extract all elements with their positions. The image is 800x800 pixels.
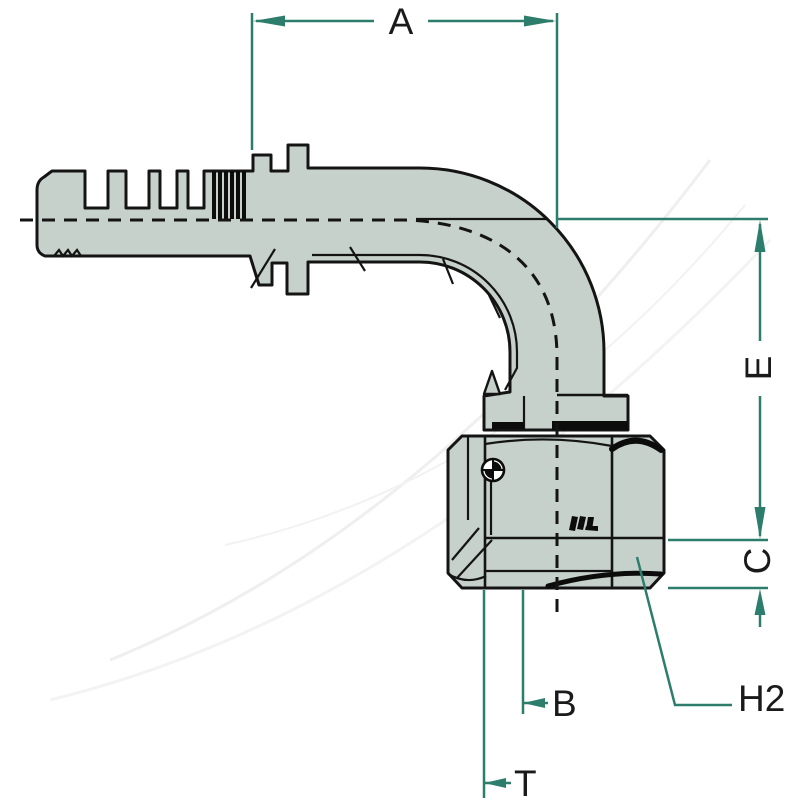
arrowhead-right-icon bbox=[524, 15, 556, 27]
dimension-t: T bbox=[482, 590, 537, 800]
hatch-slash bbox=[441, 258, 455, 285]
collar bbox=[482, 369, 628, 430]
serration-bars bbox=[212, 171, 246, 219]
serration-bar bbox=[218, 171, 222, 219]
ball-detail-quadrant bbox=[493, 461, 502, 470]
collar-heavy-band bbox=[552, 421, 628, 430]
watermark-arc bbox=[109, 159, 712, 662]
wall-hatch-slashes bbox=[250, 246, 501, 319]
brand-stamp-foot bbox=[585, 526, 598, 531]
dimension-c: C bbox=[668, 548, 778, 627]
dimension-b: B bbox=[521, 590, 577, 724]
dimension-a: A bbox=[250, 1, 559, 228]
nut-facet-diagonal bbox=[456, 539, 493, 579]
ball-detail-quadrant bbox=[484, 470, 493, 479]
arrowhead-up-icon bbox=[754, 589, 766, 615]
dimension-h2: H2 bbox=[635, 556, 785, 719]
ball-detail bbox=[480, 457, 506, 535]
hatch-slash bbox=[250, 248, 276, 289]
nut-bottom-chamfer-arc bbox=[545, 570, 664, 589]
serration-bar bbox=[236, 171, 240, 219]
dim-label-e: E bbox=[738, 356, 779, 381]
arrowhead-left-icon bbox=[484, 778, 506, 788]
dim-label-b: B bbox=[552, 683, 577, 724]
hose-tail-and-elbow bbox=[35, 143, 630, 432]
arrowhead-up-icon bbox=[754, 220, 766, 252]
nut-top-chamfer-arc bbox=[609, 437, 664, 453]
fitting-body bbox=[35, 143, 666, 590]
nut-facet-diagonal bbox=[451, 527, 480, 561]
collar-heavy-band bbox=[492, 422, 524, 429]
brand-stamp-bar bbox=[569, 516, 578, 531]
hatch-slash bbox=[349, 246, 366, 272]
centerline bbox=[20, 218, 559, 617]
nut-top-arc bbox=[484, 438, 613, 448]
serration-bar bbox=[224, 171, 228, 219]
serration-bar bbox=[212, 171, 216, 219]
brand-stamp-bar bbox=[577, 516, 586, 530]
arrowhead-left-icon bbox=[523, 698, 545, 708]
arrowhead-left-icon bbox=[253, 15, 285, 27]
collar-left-peak bbox=[482, 369, 502, 396]
dim-label-a: A bbox=[389, 1, 414, 42]
dimension-e: E bbox=[557, 217, 779, 542]
serration-bar bbox=[230, 171, 234, 219]
dim-label-h2: H2 bbox=[738, 678, 785, 719]
nose-ticks bbox=[53, 248, 82, 258]
dim-label-t: T bbox=[514, 763, 537, 800]
hatch-slash bbox=[488, 294, 501, 319]
tube-inner-wall bbox=[312, 253, 519, 391]
nut-bottom-arc bbox=[447, 573, 487, 582]
watermark-arc bbox=[49, 238, 772, 702]
dim-label-c: C bbox=[737, 548, 778, 575]
brand-stamp bbox=[569, 516, 598, 531]
serration-bar bbox=[242, 171, 246, 219]
leader-line bbox=[635, 556, 732, 707]
arrowhead-down-icon bbox=[754, 507, 766, 539]
